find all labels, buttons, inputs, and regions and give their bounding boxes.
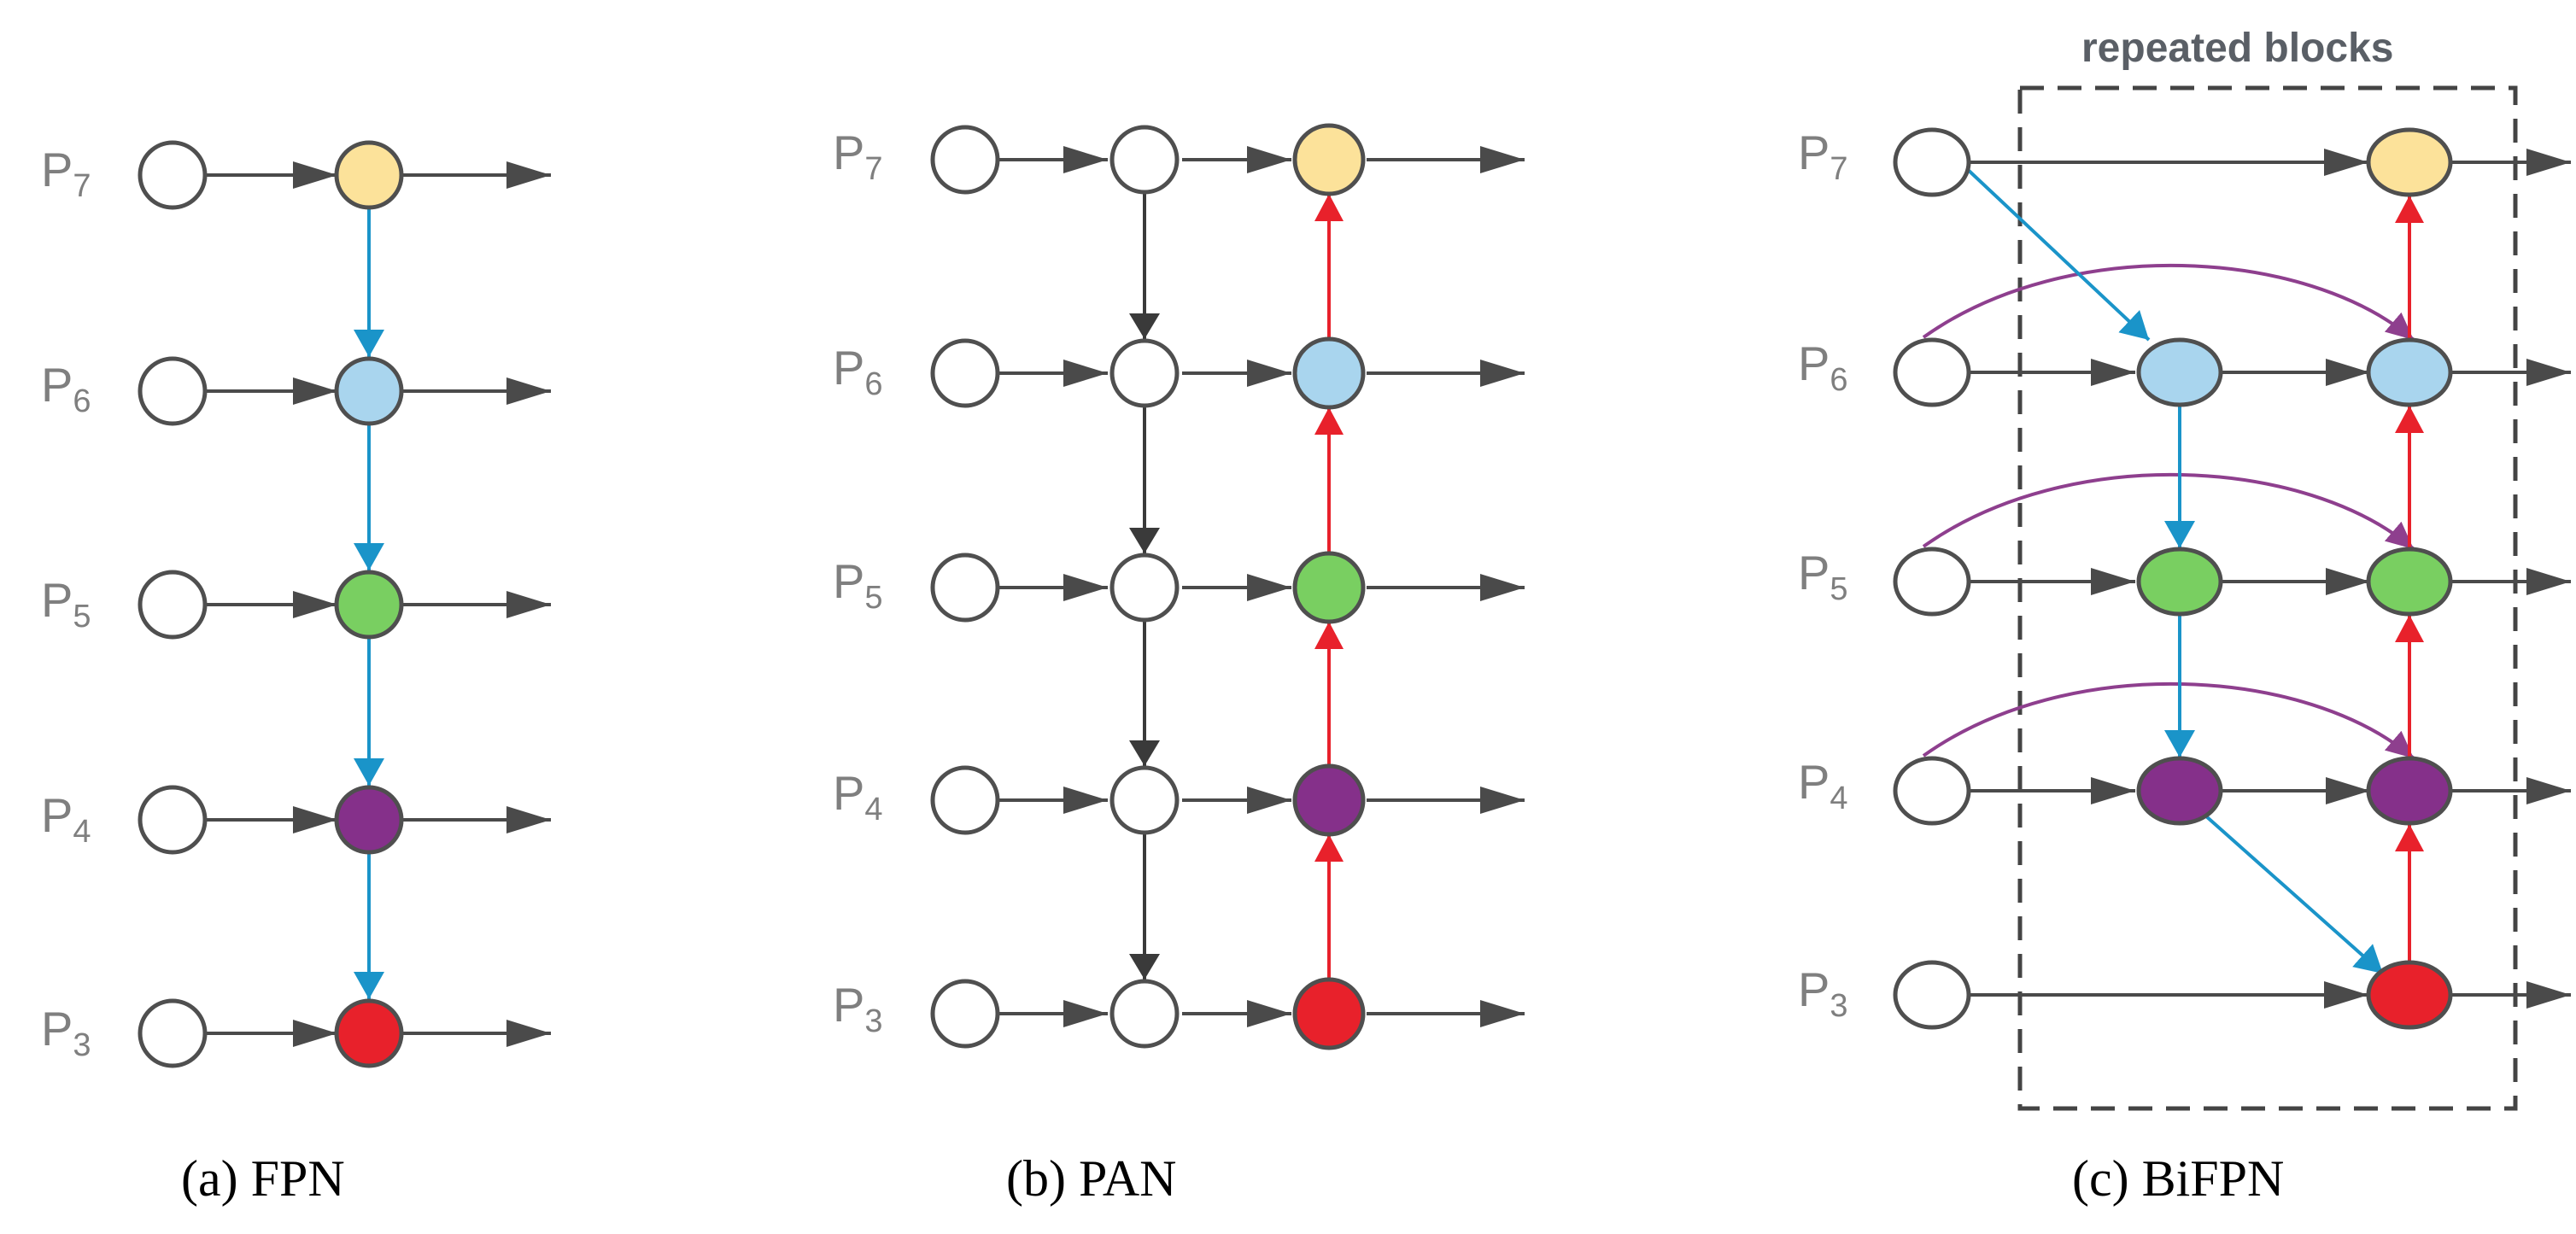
pan-output-node-p6: [1292, 336, 1366, 410]
bifpn-td-p4-p3: [2204, 814, 2385, 975]
pan-input-node-p7: [930, 125, 1000, 195]
bifpn-mid-node-p4: [2136, 756, 2223, 826]
pan-mid-node-p5: [1109, 553, 1180, 623]
fpn-label-p4: P4: [41, 788, 91, 850]
fpn-label-p7: P7: [41, 143, 91, 204]
fpn-input-node-p4: [138, 785, 208, 855]
fpn-output-node-p4: [334, 785, 404, 855]
pan-mid-node-p3: [1109, 979, 1180, 1049]
fpn-input-node-p7: [138, 140, 208, 210]
pan-output-node-p3: [1292, 977, 1366, 1050]
bifpn-output-node-p5: [2366, 547, 2453, 617]
pan-mid-node-p6: [1109, 338, 1180, 408]
bifpn-caption: (c) BiFPN: [2072, 1150, 2284, 1207]
repeated-blocks-label: repeated blocks: [2081, 26, 2393, 71]
repeated-blocks-box: [2017, 85, 2518, 1111]
pan-input-node-p3: [930, 979, 1000, 1049]
pan-output-node-p7: [1292, 123, 1366, 196]
pan-label-p6: P6: [833, 341, 883, 402]
pan-mid-node-p4: [1109, 765, 1180, 835]
fpn-label-p3: P3: [41, 1002, 91, 1063]
fpn-label-p5: P5: [41, 573, 91, 635]
bifpn-input-node-p6: [1893, 337, 1971, 407]
bifpn-skip-p4: [1922, 681, 2415, 760]
pan-label-p3: P3: [833, 978, 883, 1039]
bifpn-output-node-p3: [2366, 960, 2453, 1030]
pan-mid-node-p7: [1109, 125, 1180, 195]
bifpn-input-node-p5: [1893, 547, 1971, 617]
bifpn-td-p7-p6: [1963, 165, 2151, 342]
fpn-output-node-p6: [334, 356, 404, 426]
bifpn-label-p6: P6: [1798, 336, 1848, 398]
bifpn-output-node-p6: [2366, 337, 2453, 407]
pan-input-node-p6: [930, 338, 1000, 408]
fpn-output-node-p7: [334, 140, 404, 210]
pan-input-node-p5: [930, 553, 1000, 623]
bifpn-label-p4: P4: [1798, 755, 1848, 816]
fpn-output-node-p3: [334, 998, 404, 1068]
fpn-input-node-p5: [138, 570, 208, 640]
bifpn-label-p5: P5: [1798, 546, 1848, 607]
pan-panel: P7 P6 P5 P4 P3: [833, 123, 1525, 1207]
pan-input-node-p4: [930, 765, 1000, 835]
fpn-output-node-p5: [334, 570, 404, 640]
bifpn-input-node-p7: [1893, 127, 1971, 197]
bifpn-skip-p6: [1922, 263, 2415, 342]
fpn-caption: (a) FPN: [181, 1150, 345, 1207]
fpn-label-p6: P6: [41, 358, 91, 419]
bifpn-output-node-p7: [2366, 127, 2453, 197]
bifpn-input-node-p4: [1893, 756, 1971, 826]
bifpn-label-p3: P3: [1798, 962, 1848, 1024]
bifpn-mid-node-p5: [2136, 547, 2223, 617]
bifpn-output-node-p4: [2366, 756, 2453, 826]
bifpn-mid-node-p6: [2136, 337, 2223, 407]
bifpn-skip-p5: [1922, 472, 2415, 551]
pan-label-p7: P7: [833, 126, 883, 187]
pan-caption: (b) PAN: [1006, 1150, 1176, 1207]
bifpn-panel: repeated blocks P7 P6 P5 P4 P3: [1798, 26, 2571, 1207]
bifpn-input-node-p3: [1893, 960, 1971, 1030]
pan-label-p5: P5: [833, 554, 883, 616]
fpn-input-node-p6: [138, 356, 208, 426]
fpn-panel: P7 P6 P5 P4 P3 (a) FPN: [41, 140, 551, 1207]
pan-output-node-p4: [1292, 763, 1366, 837]
bifpn-label-p7: P7: [1798, 126, 1848, 187]
pan-output-node-p5: [1292, 551, 1366, 624]
fpn-input-node-p3: [138, 998, 208, 1068]
pan-label-p4: P4: [833, 766, 883, 828]
